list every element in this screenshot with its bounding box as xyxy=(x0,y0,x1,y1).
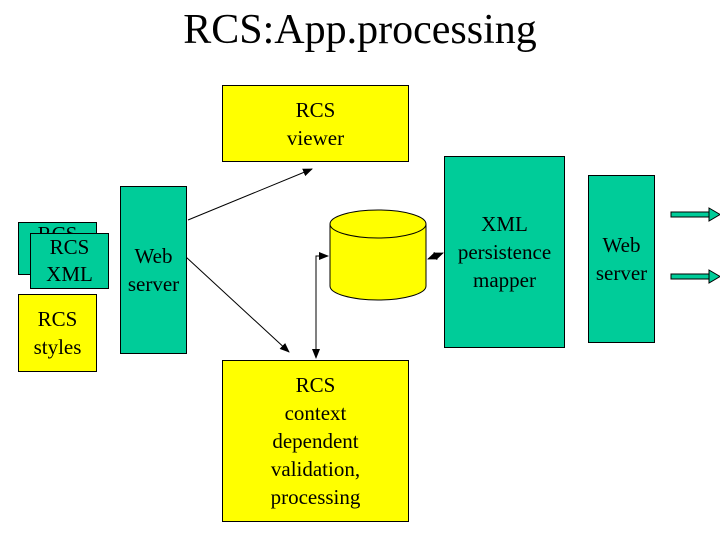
arrow-web-server-to-processing xyxy=(185,256,290,353)
rcs-styles-box: RCS styles xyxy=(18,294,97,372)
arrow-database-processing xyxy=(312,252,329,359)
arrow-database-mapper xyxy=(427,251,444,261)
output-arrow-top xyxy=(670,207,720,222)
web-server-right-box: Web server xyxy=(588,175,655,343)
arrow-web-server-to-viewer xyxy=(187,168,313,221)
database-top xyxy=(329,209,427,239)
web-server-left-label: Web server xyxy=(127,244,180,296)
rcs-viewer-box: RCS viewer xyxy=(222,85,409,162)
web-server-left-box: Web server xyxy=(120,186,187,354)
xml-persistence-mapper-label: XML persistence mapper xyxy=(457,212,552,292)
page-title: RCS:App.processing xyxy=(183,7,537,53)
rcs-styles-label: RCS styles xyxy=(33,307,82,359)
web-server-right-label: Web server xyxy=(595,233,648,285)
database-cylinder xyxy=(329,209,427,301)
rcs-viewer-label: RCS viewer xyxy=(286,97,345,150)
rcs-xml-document: RCS XML xyxy=(30,233,109,289)
rcs-xml-label: RCS XML xyxy=(46,235,93,286)
xml-persistence-mapper-box: XML persistence mapper xyxy=(444,156,565,348)
output-arrow-bottom xyxy=(670,269,720,284)
rcs-processing-box: RCS context dependent validation, proces… xyxy=(222,360,409,522)
rcs-processing-label: RCS context dependent validation, proces… xyxy=(270,373,361,509)
database-body xyxy=(329,224,427,301)
